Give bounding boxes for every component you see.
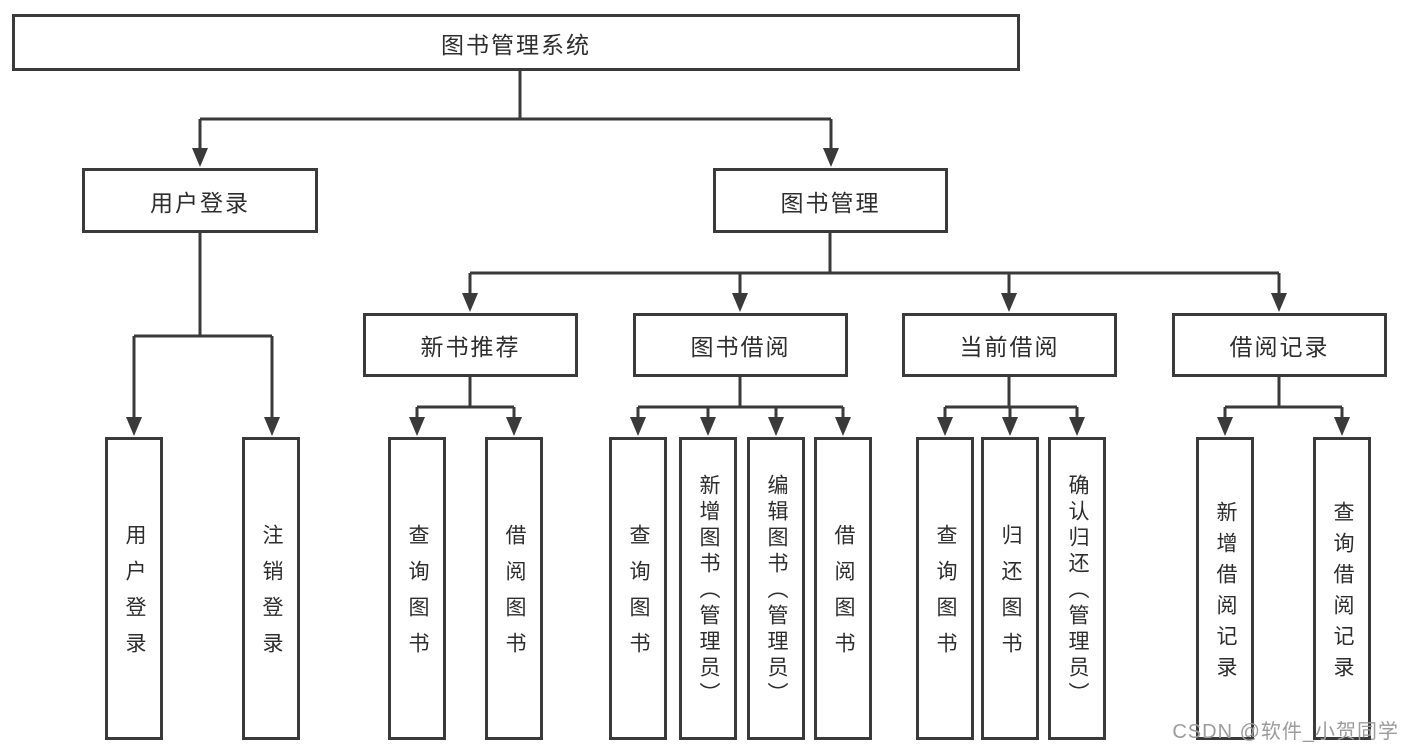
leaf-label: 归还图书 bbox=[999, 524, 1022, 668]
leaf-add-borrow-record: 新增借阅记录 bbox=[1196, 437, 1254, 740]
leaf-label: 确认归还（管理员） bbox=[1066, 474, 1089, 708]
node-user-login-label: 用户登录 bbox=[150, 189, 250, 216]
leaf-label: 查询借阅记录 bbox=[1331, 500, 1354, 687]
leaf-query-books-borrow: 查询图书 bbox=[609, 437, 667, 740]
leaf-return-books: 归还图书 bbox=[981, 437, 1039, 740]
node-root: 图书管理系统 bbox=[12, 14, 1020, 71]
node-book-borrow: 图书借阅 bbox=[633, 313, 848, 377]
leaf-logout: 注销登录 bbox=[242, 437, 300, 740]
leaf-query-books-current: 查询图书 bbox=[916, 437, 974, 740]
leaf-label: 注销登录 bbox=[260, 524, 283, 668]
node-root-label: 图书管理系统 bbox=[441, 31, 591, 58]
leaf-add-books-admin: 新增图书（管理员） bbox=[679, 437, 737, 740]
leaf-label: 用户登录 bbox=[123, 524, 146, 668]
leaf-confirm-return-admin: 确认归还（管理员） bbox=[1048, 437, 1106, 740]
leaf-label: 查询图书 bbox=[627, 524, 650, 668]
leaf-query-books-recommend: 查询图书 bbox=[388, 437, 446, 740]
leaf-borrow-books-recommend: 借阅图书 bbox=[485, 437, 543, 740]
node-user-login: 用户登录 bbox=[82, 168, 318, 233]
node-new-book-recommend-label: 新书推荐 bbox=[420, 334, 521, 360]
leaf-label: 新增借阅记录 bbox=[1214, 500, 1237, 687]
node-book-management-label: 图书管理 bbox=[780, 189, 881, 216]
leaf-label: 编辑图书（管理员） bbox=[765, 474, 788, 708]
watermark: CSDN @软件_小贺同学 bbox=[1172, 721, 1399, 743]
leaf-label: 借阅图书 bbox=[503, 524, 526, 668]
leaf-label: 查询图书 bbox=[934, 524, 957, 668]
leaf-label: 查询图书 bbox=[406, 524, 429, 668]
leaf-borrow-books: 借阅图书 bbox=[814, 437, 872, 740]
node-current-borrow-label: 当前借阅 bbox=[959, 334, 1060, 360]
leaf-query-borrow-record: 查询借阅记录 bbox=[1313, 437, 1371, 740]
leaf-edit-books-admin: 编辑图书（管理员） bbox=[747, 437, 805, 740]
arrow-heads bbox=[126, 148, 1350, 436]
leaf-label: 借阅图书 bbox=[832, 524, 855, 668]
node-book-borrow-label: 图书借阅 bbox=[690, 334, 791, 360]
node-borrow-records-label: 借阅记录 bbox=[1229, 334, 1330, 360]
leaf-label: 新增图书（管理员） bbox=[697, 474, 720, 708]
node-new-book-recommend: 新书推荐 bbox=[363, 313, 578, 377]
node-borrow-records: 借阅记录 bbox=[1172, 313, 1387, 377]
node-current-borrow: 当前借阅 bbox=[902, 313, 1117, 377]
leaf-user-login: 用户登录 bbox=[105, 437, 163, 740]
node-book-management: 图书管理 bbox=[713, 168, 948, 233]
